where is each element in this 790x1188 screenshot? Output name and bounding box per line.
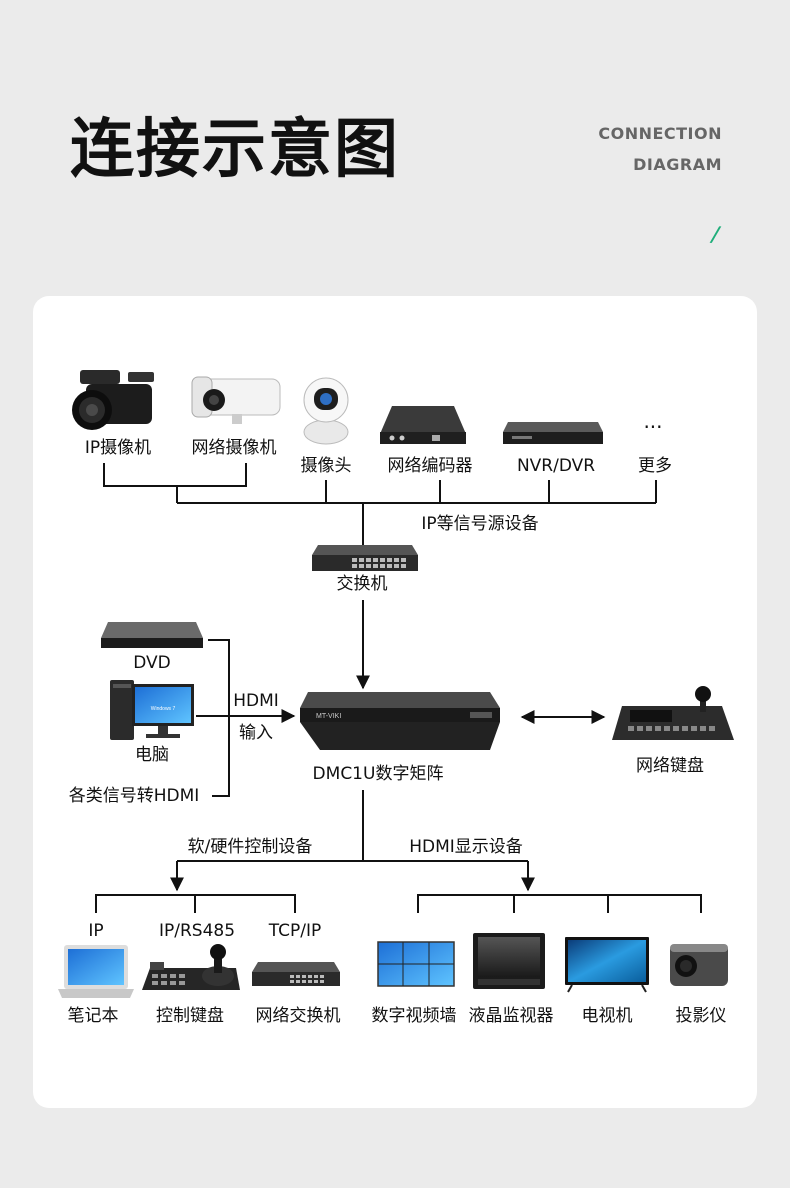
source-label-encoder: 网络编码器 (388, 456, 473, 476)
dvd-player-icon (101, 622, 203, 648)
bullet-camera-icon (192, 377, 280, 424)
video-wall-icon (378, 942, 454, 986)
source-label-nvr: NVR/DVR (517, 456, 595, 476)
control-group-label: 软/硬件控制设备 (188, 837, 313, 857)
switch-label: 交换机 (337, 574, 388, 594)
control-device-laptop: 笔记本 (68, 1006, 119, 1026)
source-label-more: 更多 (638, 456, 672, 476)
display-group-label: HDMI显示设备 (409, 837, 523, 857)
network-switch-icon (312, 545, 418, 571)
nvr-icon (503, 422, 603, 444)
projector-icon (670, 944, 728, 986)
matrix-brand-text: MT-VIKI (316, 713, 341, 720)
small-switch-icon (252, 962, 340, 986)
matrix-label: DMC1U数字矩阵 (313, 764, 444, 784)
protocol-label-rs485: IP/RS485 (159, 921, 235, 941)
dome-camera-icon (304, 378, 348, 444)
encoder-icon (380, 406, 466, 444)
control-device-switch: 网络交换机 (256, 1006, 341, 1026)
misc-hdmi-label: 各类信号转HDMI (69, 786, 200, 806)
control-keyboard-icon (142, 944, 240, 990)
hdmi-label: HDMI (233, 691, 279, 711)
desktop-computer-icon: Windows 7 (110, 680, 194, 740)
network-keyboard-label: 网络键盘 (636, 756, 704, 776)
display-device-projector: 投影仪 (676, 1006, 727, 1026)
control-device-keyboard: 控制键盘 (156, 1006, 224, 1026)
camcorder-icon (72, 370, 154, 430)
dvd-label: DVD (133, 653, 171, 673)
source-group-label: IP等信号源设备 (421, 514, 538, 534)
source-label-ip-camera: IP摄像机 (85, 438, 151, 458)
television-icon (565, 937, 649, 992)
source-label-network-camera: 网络摄像机 (192, 438, 277, 458)
display-device-video-wall: 数字视频墙 (372, 1006, 457, 1026)
more-dots-icon: ··· (643, 415, 662, 439)
network-keyboard-icon (612, 686, 734, 740)
protocol-label-tcpip: TCP/IP (269, 921, 322, 941)
pc-label: 电脑 (135, 745, 169, 765)
protocol-label-ip: IP (88, 921, 103, 941)
laptop-icon (58, 945, 134, 998)
display-device-tv: 电视机 (582, 1006, 633, 1026)
matrix-device-icon: MT-VIKI (300, 692, 500, 750)
hdmi-input-label: 输入 (239, 723, 273, 743)
lcd-monitor-icon (473, 933, 545, 989)
display-device-lcd-monitor: 液晶监视器 (469, 1006, 554, 1026)
screen-logo-text: Windows 7 (151, 706, 176, 712)
source-label-webcam: 摄像头 (301, 456, 352, 476)
